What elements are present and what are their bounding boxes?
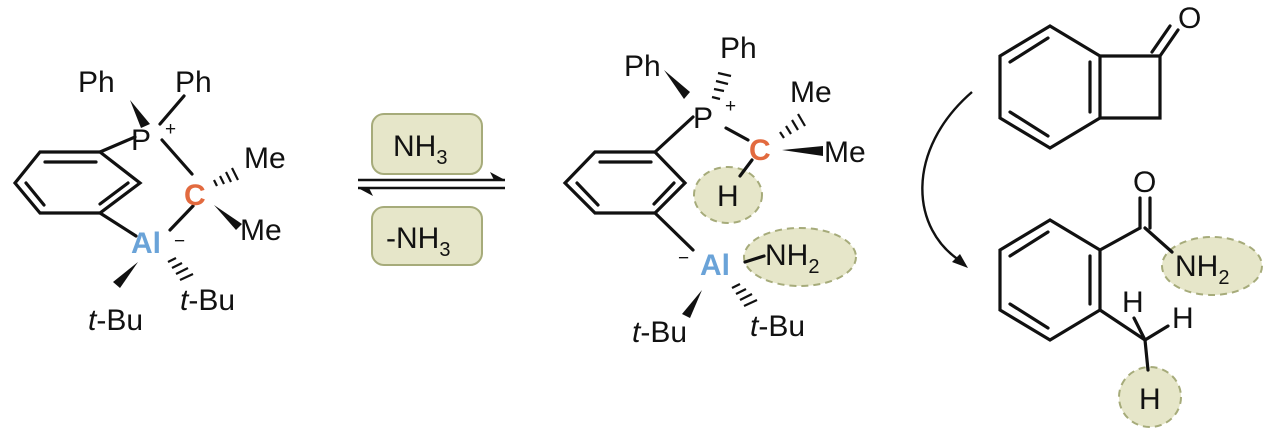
highlight-nh2 xyxy=(1161,236,1263,296)
hash-bond-al-tbu xyxy=(731,283,758,307)
tbu-label: t-Bu xyxy=(88,304,143,337)
phosphonium-atom: P xyxy=(693,102,713,135)
highlight-h xyxy=(693,166,763,224)
me-label: Me xyxy=(244,142,286,175)
tbu-label: t-Bu xyxy=(180,284,235,317)
ph-label: Ph xyxy=(624,50,661,83)
benzocyclobutenone: O xyxy=(998,2,1201,150)
oxygen-atom: O xyxy=(1133,166,1156,199)
hash-bond-p-ph xyxy=(711,71,732,101)
me-label: Me xyxy=(824,136,866,169)
plus-charge: + xyxy=(725,96,736,117)
ammonia-adduct-molecule: Ph Ph P + C Me Me H − Al NH2 t-Bu t-Bu xyxy=(562,32,866,349)
aluminate-atom: Al xyxy=(700,249,730,282)
carbanion-atom: C xyxy=(749,134,771,167)
minus-charge: − xyxy=(678,248,689,269)
amide-nh2: NH2 xyxy=(1175,250,1229,289)
tbu-label: t-Bu xyxy=(750,310,805,343)
transformation-arrow xyxy=(921,91,973,268)
hash-bond-al-tbu xyxy=(167,257,194,281)
me-label: Me xyxy=(240,214,282,247)
reagent-box-forward xyxy=(371,113,483,175)
highlight-nh2 xyxy=(743,227,857,287)
phosphonium-atom: P xyxy=(131,124,151,157)
hydrogen-atom: H xyxy=(1139,383,1161,416)
amido-group: NH2 xyxy=(765,239,819,278)
reagent-box-reverse xyxy=(371,206,483,266)
me-label: Me xyxy=(790,76,832,109)
methylbenzamide: O NH2 H H H xyxy=(998,166,1263,428)
carbanion-atom: C xyxy=(184,179,206,212)
minus-charge: − xyxy=(174,231,185,252)
hash-bond-c-me xyxy=(213,167,239,187)
tbu-label: t-Bu xyxy=(632,316,687,349)
ph-label: Ph xyxy=(175,66,212,99)
hydrogen-atom: H xyxy=(1122,286,1144,319)
aluminate-atom: Al xyxy=(131,227,161,260)
forward-reagent: NH3 xyxy=(393,130,447,169)
hash-bond-c-me xyxy=(779,113,806,139)
reverse-reagent: -NH3 xyxy=(386,222,450,261)
equilibrium-arrows: NH3 -NH3 xyxy=(358,113,505,266)
plus-charge: + xyxy=(165,119,176,140)
highlight-h xyxy=(1118,366,1182,428)
benzene-ring-2 xyxy=(562,150,688,215)
oxygen-atom: O xyxy=(1178,2,1201,35)
hydrogen-atom: H xyxy=(1172,302,1194,335)
ph-label: Ph xyxy=(78,66,115,99)
benzene-ring-1 xyxy=(12,150,143,215)
hydrogen-atom: H xyxy=(717,180,739,213)
reactant-molecule: Ph Ph P + C Me Me Al − t-Bu t-Bu xyxy=(12,66,286,337)
ph-label: Ph xyxy=(720,32,757,65)
